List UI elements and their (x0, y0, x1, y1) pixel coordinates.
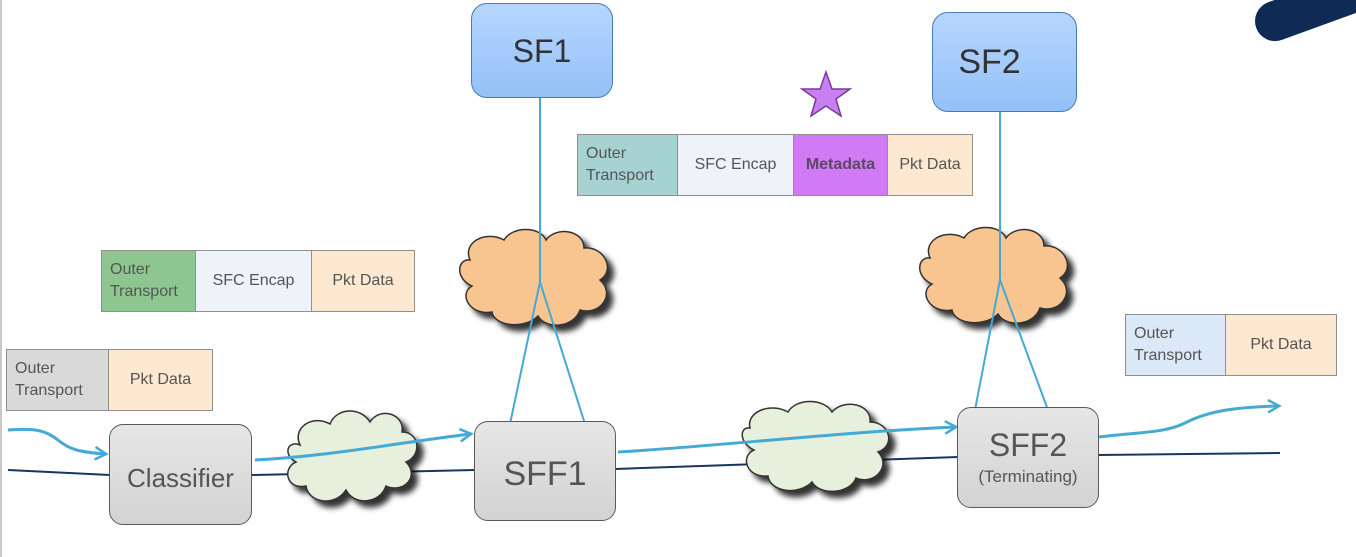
packet-ingress: Outer Transport Pkt Data (6, 349, 213, 411)
pkt-data-cell: Pkt Data (108, 349, 213, 411)
sf2-label: SF2 (958, 43, 1021, 81)
metadata-label: Metadata (805, 156, 876, 174)
sf2-attachment-lines (974, 110, 1049, 411)
sf2-node[interactable]: SF2 (932, 12, 1077, 112)
outer-transport-cell: Outer Transport (6, 349, 109, 411)
pkt-data-label: Pkt Data (1250, 336, 1312, 354)
sfc-encap-label: SFC Encap (694, 156, 777, 174)
pkt-data-cell: Pkt Data (1225, 314, 1337, 376)
sf1-attachment-lines (509, 98, 586, 425)
metadata-cell: Metadata (793, 134, 888, 196)
classifier-node[interactable]: Classifier (109, 424, 252, 525)
classifier-label: Classifier (127, 462, 234, 493)
packet-classified: Outer Transport SFC Encap Pkt Data (101, 250, 415, 312)
underlay-cloud-2 (741, 400, 890, 492)
sff2-label: SFF2 (988, 426, 1068, 463)
outer-transport-label: Outer Transport (15, 360, 83, 399)
pkt-data-label: Pkt Data (332, 272, 394, 290)
overlay-cloud-2 (919, 226, 1069, 324)
packet-with-metadata: Outer Transport SFC Encap Metadata Pkt D… (577, 134, 973, 196)
sff1-label: SFF1 (503, 455, 587, 493)
pkt-data-cell: Pkt Data (311, 250, 415, 312)
outer-transport-cell: Outer Transport (577, 134, 678, 196)
packet-egress: Outer Transport Pkt Data (1125, 314, 1337, 376)
left-edge-rule (0, 0, 2, 557)
sff2-sublabel: (Terminating) (978, 466, 1078, 486)
outer-transport-cell: Outer Transport (101, 250, 196, 312)
pkt-data-label: Pkt Data (899, 156, 961, 174)
outer-transport-label: Outer Transport (586, 145, 654, 184)
sfc-encap-label: SFC Encap (212, 272, 295, 290)
pkt-data-label: Pkt Data (129, 371, 192, 389)
sf1-node[interactable]: SF1 (471, 3, 613, 98)
outer-transport-label: Outer Transport (110, 261, 178, 300)
sfc-encap-cell: SFC Encap (677, 134, 794, 196)
overlay-cloud-1 (459, 228, 609, 326)
outer-transport-cell: Outer Transport (1125, 314, 1226, 376)
sff1-node[interactable]: SFF1 (474, 421, 616, 521)
sf1-label: SF1 (512, 32, 572, 69)
sfc-encap-cell: SFC Encap (195, 250, 312, 312)
underlay-cloud-1 (286, 410, 418, 502)
sfp-flow-arrows (7, 406, 1278, 462)
star-icon (799, 69, 853, 118)
outer-transport-label: Outer Transport (1134, 325, 1202, 364)
sff2-node[interactable]: SFF2 (Terminating) (957, 407, 1099, 508)
pkt-data-cell: Pkt Data (887, 134, 973, 196)
